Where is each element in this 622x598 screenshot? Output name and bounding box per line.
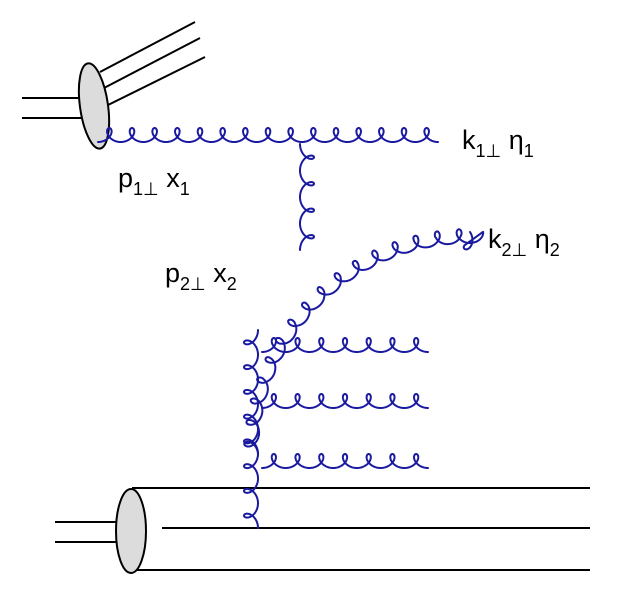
gluon-lines — [97, 127, 485, 529]
gluon-t-channel-lower — [243, 329, 259, 529]
gluon-t-channel-upper — [299, 143, 315, 251]
upper-projectile — [22, 21, 206, 150]
label-p2: p2⊥ x2 — [165, 258, 237, 294]
upper-outgoing-line-1 — [99, 21, 196, 73]
lower-target — [55, 487, 590, 574]
upper-outgoing-line-2 — [103, 37, 201, 89]
gluon-k1 — [97, 127, 439, 143]
gluon-emission-1 — [261, 337, 429, 353]
label-p1: p1⊥ x1 — [118, 163, 190, 199]
upper-blob — [77, 62, 111, 150]
gluon-emission-3 — [261, 453, 429, 469]
gluon-emission-2 — [261, 393, 429, 409]
gluon-k2-arc — [243, 228, 485, 456]
lower-blob — [115, 488, 147, 574]
label-k1: k1⊥ η1 — [462, 125, 534, 161]
label-k2: k2⊥ η2 — [488, 224, 560, 260]
upper-outgoing-line-3 — [105, 56, 206, 107]
